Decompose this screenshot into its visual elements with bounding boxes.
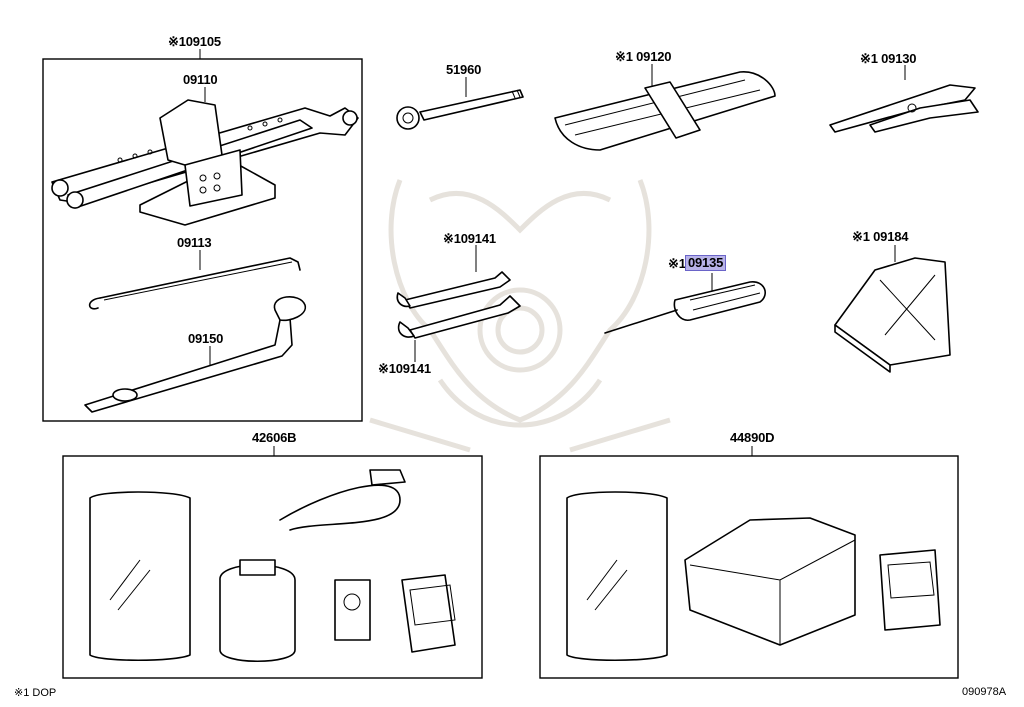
wheel-chock-drawing [834, 245, 951, 373]
repair-kit-box-a [62, 455, 483, 679]
jack-handle-drawing [88, 250, 301, 310]
repair-kit-a-contents [89, 469, 456, 662]
part-label-44890d[interactable]: 44890D [730, 430, 775, 445]
part-label-09141-bottom[interactable]: ※109141 [378, 361, 431, 376]
part-label-09120[interactable]: ※1 09120 [615, 49, 672, 64]
part-label-09135-prefix: ※1 [668, 256, 686, 271]
diagram-code: 090978A [962, 686, 1007, 698]
footnote-dop: ※1 DOP [14, 687, 57, 699]
repair-kit-b-contents [566, 491, 941, 662]
part-label-09130[interactable]: ※1 09130 [860, 51, 917, 66]
part-label-09113[interactable]: 09113 [177, 235, 212, 250]
part-label-09135[interactable]: 09135 [685, 255, 727, 271]
part-label-42606b[interactable]: 42606B [252, 430, 297, 445]
pliers-drawing [829, 65, 979, 133]
scissor-jack-drawing [51, 87, 359, 226]
part-label-09110[interactable]: 09110 [183, 72, 218, 87]
part-label-51960[interactable]: 51960 [446, 62, 482, 77]
part-label-09150[interactable]: 09150 [188, 331, 224, 346]
part-label-09141-top[interactable]: ※109141 [443, 231, 496, 246]
watermark-logo [369, 179, 671, 453]
towing-eye-drawing [396, 77, 524, 130]
jack-set-box [42, 58, 363, 422]
screwdriver-drawing [604, 273, 766, 334]
repair-kit-box-b [539, 455, 959, 679]
spanner-wrenches-drawing [396, 245, 521, 362]
tool-bag-drawing [554, 64, 776, 151]
part-label-09184[interactable]: ※1 09184 [852, 229, 909, 244]
lug-wrench-drawing [84, 296, 306, 413]
part-label-09105[interactable]: ※109105 [168, 34, 221, 49]
